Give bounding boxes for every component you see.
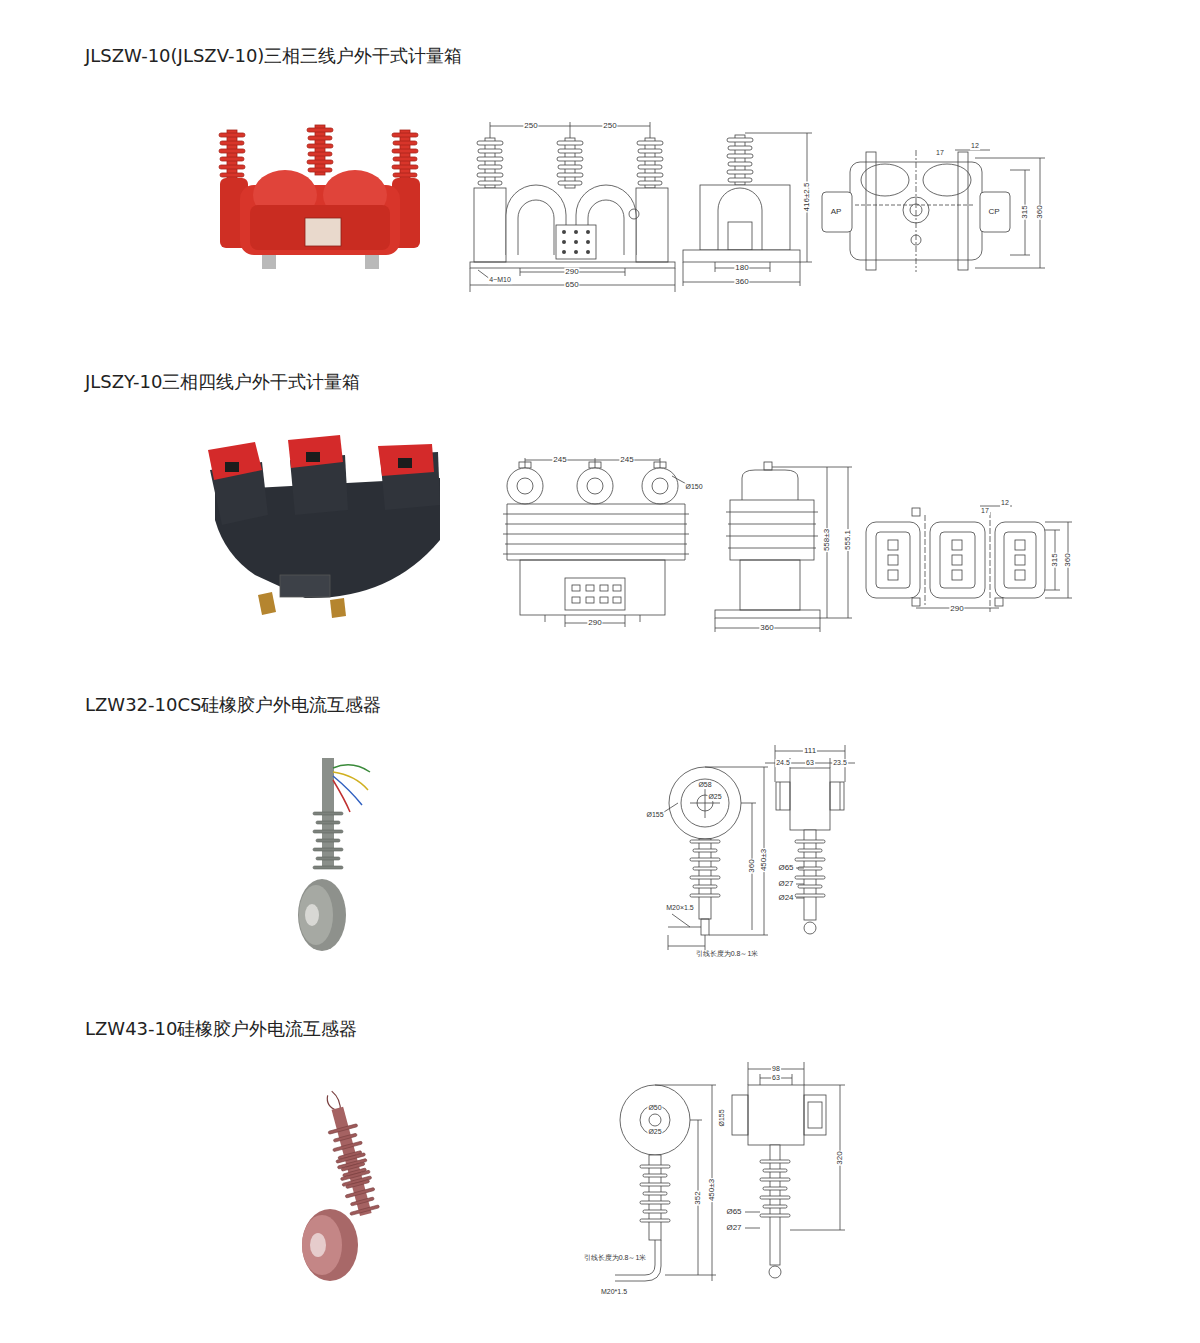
dimension-label: 17 xyxy=(980,507,990,515)
dimension-label: 290 xyxy=(587,619,602,628)
dimension-label: 12 xyxy=(970,142,980,150)
dimension-label: Ø65 xyxy=(725,1208,742,1217)
dimension-label: 23.5 xyxy=(832,759,848,767)
dimension-label: 250 xyxy=(602,122,617,131)
dimension-label: 245 xyxy=(552,456,567,465)
product-photo xyxy=(302,1087,380,1281)
dimension-label: 111 xyxy=(803,747,817,756)
dimension-label: 245 xyxy=(619,456,634,465)
dimension-label: Ø27 xyxy=(777,880,794,889)
dimension-label: Ø155 xyxy=(645,811,664,819)
dimension-label: 250 xyxy=(523,122,538,131)
dimension-label: 450±3 xyxy=(708,1178,717,1202)
dimension-label: M20*1.5 xyxy=(600,1288,628,1296)
dimension-label: 63 xyxy=(805,759,815,767)
technical-drawing xyxy=(615,1062,845,1281)
dimension-label: 555.1 xyxy=(844,529,853,551)
dimension-label: 360 xyxy=(748,858,757,873)
product-photo xyxy=(298,758,370,951)
dimension-label: 320 xyxy=(836,1150,845,1165)
section-heading: LZW43-10硅橡胶户外电流互感器 xyxy=(85,1018,357,1040)
dimension-label: AP xyxy=(830,208,843,217)
dimension-label: 360 xyxy=(759,624,774,633)
dimension-label: 引线长度为0.8～1米 xyxy=(695,950,760,958)
section-heading: JLSZY-10三相四线户外干式计量箱 xyxy=(85,371,360,393)
dimension-label: 98 xyxy=(771,1065,781,1073)
dimension-label: 315 xyxy=(1021,204,1030,219)
dimension-label: 12 xyxy=(1000,499,1010,507)
dimension-label: Ø150 xyxy=(684,483,703,491)
dimension-label: 290 xyxy=(564,268,579,277)
dimension-label: CP xyxy=(987,208,1000,217)
dimension-label: 360 xyxy=(1036,204,1045,219)
dimension-label: 24.5 xyxy=(775,759,791,767)
dimension-label: 360 xyxy=(734,278,749,287)
product-photo xyxy=(219,125,420,269)
dimension-label: 180 xyxy=(734,264,749,273)
dimension-label: 416±2.5 xyxy=(803,182,812,213)
dimension-label: M20×1.5 xyxy=(665,904,694,912)
dimension-label: 558±3 xyxy=(823,528,832,552)
technical-drawing xyxy=(470,122,1045,292)
dimension-label: 290 xyxy=(949,605,964,614)
section-heading: LZW32-10CS硅橡胶户外电流互感器 xyxy=(85,694,381,716)
dimension-label: Ø24 xyxy=(777,894,794,903)
dimension-label: 4−M10 xyxy=(488,276,512,284)
dimension-label: Ø155 xyxy=(718,1108,726,1127)
dimension-label: 352 xyxy=(694,1190,703,1205)
dimension-label: Ø58 xyxy=(697,781,712,789)
product-photo xyxy=(208,435,440,618)
dimension-label: Ø27 xyxy=(725,1224,742,1233)
dimension-label: 17 xyxy=(935,149,945,157)
section-heading: JLSZW-10(JLSZV-10)三相三线户外干式计量箱 xyxy=(85,45,462,67)
dimension-label: Ø25 xyxy=(707,793,722,801)
dimension-label: Ø25 xyxy=(647,1128,662,1136)
dimension-label: Ø50 xyxy=(647,1104,662,1112)
dimension-label: 315 xyxy=(1051,552,1060,567)
technical-drawing xyxy=(503,458,1072,632)
dimension-label: 引线长度为0.8～1米 xyxy=(583,1254,648,1262)
dimension-label: Ø65 xyxy=(777,864,794,873)
dimension-label: 650 xyxy=(564,281,579,290)
dimension-label: 63 xyxy=(771,1074,781,1082)
technical-drawing xyxy=(664,745,855,950)
dimension-label: 360 xyxy=(1064,552,1073,567)
dimension-label: 450±3 xyxy=(760,848,769,872)
